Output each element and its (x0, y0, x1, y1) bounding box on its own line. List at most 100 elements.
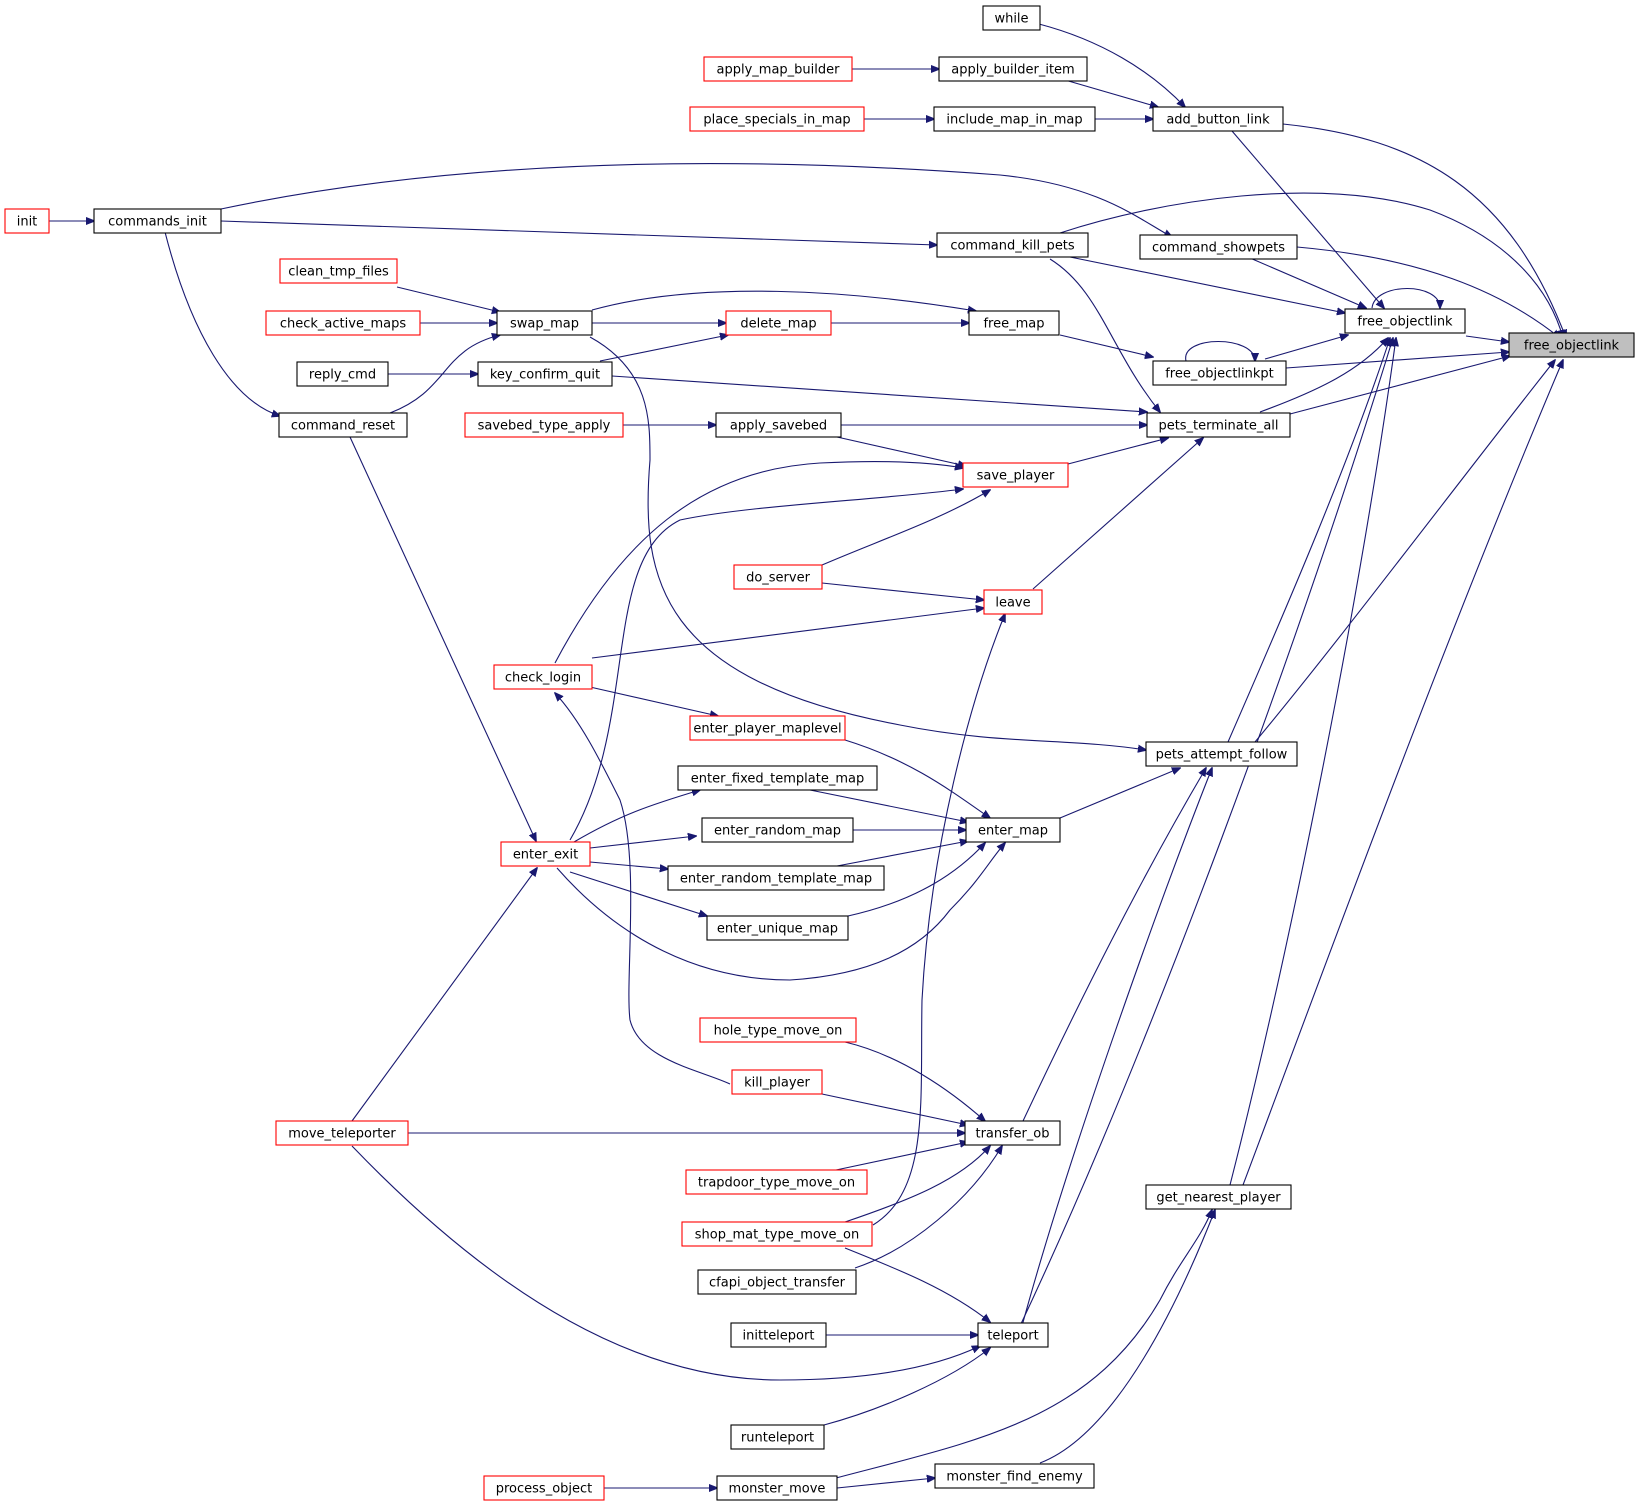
node-box (265, 310, 421, 336)
node-label: swap_map (510, 317, 579, 332)
edge-enter_map-pets_attempt_follow (1059, 768, 1180, 819)
edge-enter_player_maplevel-enter_map (844, 739, 990, 818)
node-enter-unique-map[interactable]: enter_unique_map (706, 915, 849, 941)
edge-transfer_ob-pets_attempt_follow (1022, 768, 1206, 1122)
node-box (681, 1221, 873, 1247)
node-box (296, 361, 389, 387)
node-box (697, 1269, 857, 1295)
node-label: cfapi_object_transfer (709, 1276, 846, 1291)
node-command-kill-pets[interactable]: command_kill_pets (936, 232, 1089, 258)
node-get-nearest-player[interactable]: get_nearest_player (1145, 1184, 1292, 1210)
node-leave[interactable]: leave (983, 589, 1043, 615)
node-check-active-maps[interactable]: check_active_maps (265, 310, 421, 336)
node-label: enter_exit (513, 848, 578, 863)
edge-enter_exit-enter_fixed_template_map (573, 790, 700, 843)
node-label: check_login (505, 671, 581, 686)
node-label: clean_tmp_files (288, 265, 389, 280)
node-move-teleporter[interactable]: move_teleporter (275, 1120, 409, 1146)
edge-enter_exit-enter_map (556, 843, 1005, 981)
edge-enter_exit-enter_random_map (589, 836, 696, 849)
node-trapdoor-type-move-on[interactable]: trapdoor_type_move_on (685, 1169, 868, 1195)
node-label: pets_attempt_follow (1156, 748, 1288, 763)
node-kill-player[interactable]: kill_player (731, 1069, 823, 1095)
edge-command_kill_pets-free_objectlink (1059, 192, 1563, 338)
node-transfer-ob[interactable]: transfer_ob (964, 1120, 1061, 1146)
node-box (1508, 332, 1635, 358)
node-label: enter_fixed_template_map (691, 772, 864, 787)
node-box (1344, 308, 1466, 334)
node-process-object[interactable]: process_object (483, 1475, 605, 1501)
node-pets-terminate-all[interactable]: pets_terminate_all (1146, 412, 1291, 438)
node-hole-type-move-on[interactable]: hole_type_move_on (699, 1017, 857, 1043)
node-runteleport[interactable]: runteleport (730, 1424, 825, 1450)
edge-get_nearest_player-free_objectlink_self (1229, 338, 1396, 1186)
node-enter-exit[interactable]: enter_exit (500, 841, 591, 867)
edge-teleport-free_objectlink_self (1019, 338, 1393, 1327)
node-free-objectlinkpt[interactable]: free_objectlinkpt (1152, 360, 1287, 386)
node-commands-init[interactable]: commands_init (93, 208, 222, 234)
node-free-map[interactable]: free_map (968, 310, 1060, 336)
node-cfapi-object-transfer[interactable]: cfapi_object_transfer (697, 1269, 857, 1295)
node-place-specials-in-map[interactable]: place_specials_in_map (689, 106, 865, 132)
node-include-map-in-map[interactable]: include_map_in_map (933, 106, 1096, 132)
node-box (968, 310, 1060, 336)
node-box (483, 1475, 605, 1501)
edge-add_button_link-free_objectlink_self (1231, 130, 1384, 308)
node-label: command_reset (291, 419, 395, 434)
node-pets-attempt-follow[interactable]: pets_attempt_follow (1145, 741, 1298, 767)
node-label: move_teleporter (288, 1127, 396, 1142)
node-enter-random-map[interactable]: enter_random_map (701, 817, 854, 843)
node-init[interactable]: init (4, 208, 50, 234)
node-initteleport[interactable]: initteleport (730, 1322, 827, 1348)
node-label: enter_random_map (714, 824, 841, 839)
node-free-objectlink-self[interactable]: free_objectlink (1344, 308, 1466, 334)
node-label: apply_map_builder (717, 63, 841, 78)
edge-check_login-save_player (554, 461, 963, 664)
node-savebed-type-apply[interactable]: savebed_type_apply (464, 412, 624, 438)
node-delete-map[interactable]: delete_map (725, 310, 832, 336)
node-label: free_objectlink (1524, 339, 1620, 354)
node-command-reset[interactable]: command_reset (278, 412, 408, 438)
edge-monster_move-monster_find_enemy (836, 1478, 935, 1489)
node-save-player[interactable]: save_player (962, 462, 1069, 488)
node-key-confirm-quit[interactable]: key_confirm_quit (477, 361, 613, 387)
node-teleport[interactable]: teleport (977, 1322, 1049, 1348)
node-reply-cmd[interactable]: reply_cmd (296, 361, 389, 387)
node-clean-tmp-files[interactable]: clean_tmp_files (279, 258, 398, 284)
node-enter-player-maplevel[interactable]: enter_player_maplevel (689, 715, 846, 741)
node-apply-map-builder[interactable]: apply_map_builder (703, 56, 853, 82)
node-label: monster_find_enemy (946, 1470, 1083, 1485)
node-enter-random-template-map[interactable]: enter_random_template_map (667, 865, 885, 891)
node-add-button-link[interactable]: add_button_link (1152, 106, 1284, 132)
node-apply-savebed[interactable]: apply_savebed (715, 412, 842, 438)
edge-free_map-free_objectlinkpt (1059, 334, 1153, 357)
node-check-login[interactable]: check_login (493, 664, 593, 690)
node-box (1139, 234, 1298, 260)
node-box (4, 208, 50, 234)
node-box (689, 106, 865, 132)
node-label: commands_init (108, 215, 207, 230)
node-apply-builder-item[interactable]: apply_builder_item (938, 56, 1088, 82)
node-enter-map[interactable]: enter_map (965, 817, 1061, 843)
edge-shop_mat_type_move_on-teleport (844, 1247, 990, 1322)
node-box (699, 1017, 857, 1043)
node-label: free_objectlinkpt (1165, 367, 1274, 382)
edge-pets_attempt_follow-free_objectlink_self (1227, 338, 1390, 743)
edge-while-add_button_link (1038, 23, 1185, 107)
node-monster-move[interactable]: monster_move (716, 1475, 838, 1501)
node-box (731, 1069, 823, 1095)
node-while[interactable]: while (982, 5, 1041, 31)
node-command-showpets[interactable]: command_showpets (1139, 234, 1298, 260)
edge-save_player-pets_terminate_all (1067, 438, 1168, 465)
node-enter-fixed-template-map[interactable]: enter_fixed_template_map (677, 765, 878, 791)
node-label: shop_mat_type_move_on (695, 1228, 860, 1243)
node-label: reply_cmd (309, 368, 376, 383)
edge-key_confirm_quit-pets_terminate_all (611, 375, 1147, 412)
node-monster-find-enemy[interactable]: monster_find_enemy (934, 1463, 1095, 1489)
node-do-server[interactable]: do_server (733, 564, 823, 590)
node-swap-map[interactable]: swap_map (496, 310, 593, 336)
node-free-objectlink[interactable]: free_objectlink (1508, 332, 1635, 358)
node-shop-mat-type-move-on[interactable]: shop_mat_type_move_on (681, 1221, 873, 1247)
